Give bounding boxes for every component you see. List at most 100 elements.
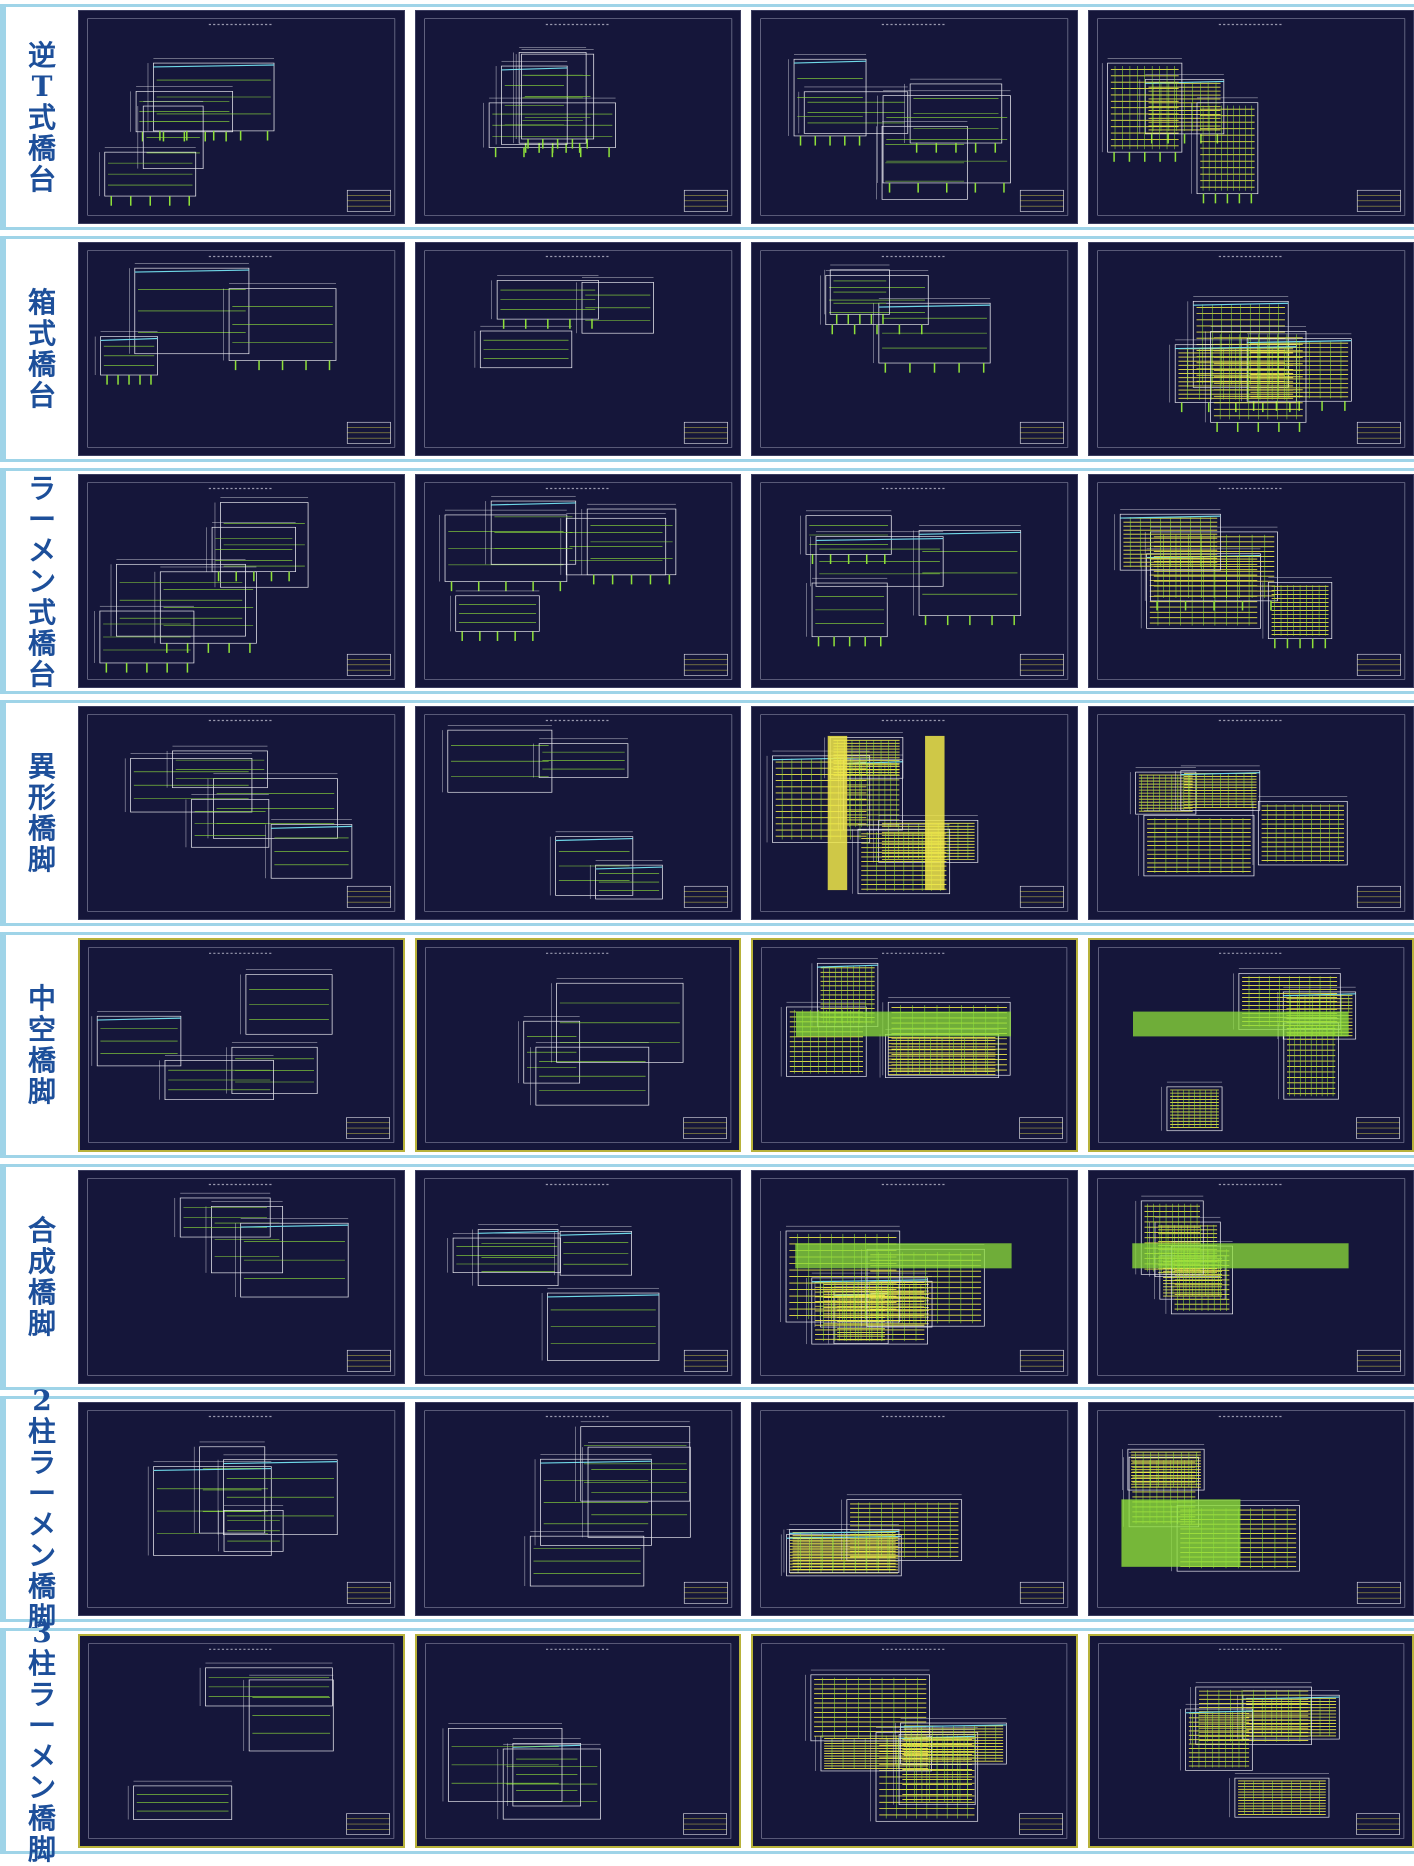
cad-drawing (752, 707, 1077, 919)
row-label-char: 脚 (28, 1834, 56, 1865)
cad-drawing (752, 243, 1077, 455)
cad-drawing (416, 1403, 741, 1615)
drawing-thumbnail[interactable] (415, 1170, 742, 1384)
drawing-thumbnail[interactable] (751, 1402, 1078, 1616)
cad-drawing (79, 1403, 404, 1615)
drawing-thumbnail[interactable] (415, 1634, 742, 1848)
drawing-thumbnail[interactable] (751, 1634, 1078, 1848)
cad-drawing (79, 11, 404, 223)
cad-drawing (752, 1171, 1077, 1383)
drawing-thumbnail[interactable] (415, 10, 742, 224)
row-label-char: ラ (28, 473, 56, 504)
cad-drawing (1089, 243, 1414, 455)
row-label: 箱式橋台 (0, 239, 78, 459)
drawing-thumbnail[interactable] (751, 242, 1078, 456)
drawing-thumbnail[interactable] (415, 938, 742, 1152)
catalog-row: 箱式橋台 (0, 236, 1414, 462)
row-label-char: 橋 (28, 1571, 56, 1602)
drawing-thumbnail[interactable] (1088, 1402, 1414, 1616)
drawing-thumbnail[interactable] (1088, 242, 1414, 456)
drawing-thumbnail[interactable] (78, 10, 405, 224)
drawing-thumbnails (78, 1167, 1414, 1387)
row-label-char: 式 (28, 318, 56, 349)
drawing-thumbnail[interactable] (751, 474, 1078, 688)
row-label-char: 脚 (28, 1076, 56, 1107)
drawing-thumbnail[interactable] (1088, 1170, 1414, 1384)
cad-drawing (80, 1636, 403, 1846)
row-label-char: 箱 (28, 287, 56, 318)
drawing-thumbnails (78, 935, 1414, 1155)
drawing-thumbnails (78, 239, 1414, 459)
drawing-thumbnail[interactable] (415, 706, 742, 920)
drawing-thumbnails (78, 7, 1414, 227)
drawing-thumbnail[interactable] (751, 938, 1078, 1152)
cad-drawing (1090, 940, 1413, 1150)
row-label: 合成橋脚 (0, 1167, 78, 1387)
drawing-thumbnail[interactable] (1088, 938, 1414, 1152)
cad-drawing (753, 940, 1076, 1150)
drawing-thumbnail[interactable] (751, 10, 1078, 224)
row-label-char: ー (28, 1478, 56, 1509)
row-label-char: 逆 (28, 40, 56, 71)
cad-drawing (1089, 1403, 1414, 1615)
row-label-char: メ (28, 535, 56, 566)
drawing-thumbnail[interactable] (751, 706, 1078, 920)
row-label-char: ン (28, 1772, 56, 1803)
cad-drawing (417, 1636, 740, 1846)
cad-drawing (752, 1403, 1077, 1615)
drawing-thumbnail[interactable] (78, 1634, 405, 1848)
cad-drawing (79, 1171, 404, 1383)
row-label: 異形橋脚 (0, 703, 78, 923)
cad-drawing (1089, 1171, 1414, 1383)
drawing-thumbnail[interactable] (415, 474, 742, 688)
drawing-thumbnail[interactable] (78, 706, 405, 920)
row-label-char: 式 (28, 597, 56, 628)
cad-drawing (752, 475, 1077, 687)
drawing-thumbnail[interactable] (1088, 706, 1414, 920)
catalog-row: 合成橋脚 (0, 1164, 1414, 1390)
drawing-thumbnail[interactable] (78, 938, 405, 1152)
row-label-char: 3 (32, 1617, 51, 1648)
cad-drawing (753, 1636, 1076, 1846)
catalog-row: ラーメン式橋台 (0, 468, 1414, 694)
row-label-char: 橋 (28, 813, 56, 844)
drawing-thumbnail[interactable] (78, 474, 405, 688)
row-label-char: ー (28, 1710, 56, 1741)
drawing-thumbnail[interactable] (751, 1170, 1078, 1384)
row-label-char: 台 (28, 659, 56, 690)
cad-drawing (416, 243, 741, 455)
row-label-char: 橋 (28, 1277, 56, 1308)
drawing-thumbnail[interactable] (415, 242, 742, 456)
row-label-char: 柱 (28, 1416, 56, 1447)
cad-drawing (1090, 1636, 1413, 1846)
drawing-thumbnails (78, 1399, 1414, 1619)
cad-drawing (417, 940, 740, 1150)
drawing-thumbnail[interactable] (1088, 1634, 1414, 1848)
catalog-row: 異形橋脚 (0, 700, 1414, 926)
cad-drawing (416, 1171, 741, 1383)
row-label-char: 形 (28, 782, 56, 813)
drawing-thumbnail[interactable] (1088, 474, 1414, 688)
row-label-char: 異 (28, 751, 56, 782)
row-label-char: 橋 (28, 349, 56, 380)
row-label-char: ン (28, 1540, 56, 1571)
cad-drawing (80, 940, 403, 1150)
drawing-thumbnail[interactable] (78, 1402, 405, 1616)
row-label-char: メ (28, 1741, 56, 1772)
row-label: ラーメン式橋台 (0, 471, 78, 691)
drawing-thumbnail[interactable] (415, 1402, 742, 1616)
drawing-thumbnail[interactable] (78, 1170, 405, 1384)
row-label-char: 橋 (28, 1045, 56, 1076)
cad-drawing (416, 475, 741, 687)
row-label-char: 成 (28, 1246, 56, 1277)
drawing-thumbnail[interactable] (78, 242, 405, 456)
row-label-char: 橋 (28, 133, 56, 164)
drawing-thumbnail[interactable] (1088, 10, 1414, 224)
row-label-char: 台 (28, 164, 56, 195)
